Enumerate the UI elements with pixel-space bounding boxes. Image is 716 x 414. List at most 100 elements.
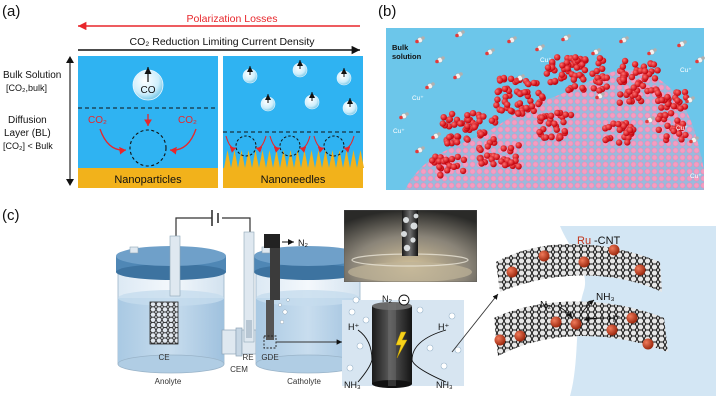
oxide-atom	[570, 76, 577, 83]
oxide-atom	[446, 133, 453, 141]
oxide-atom	[460, 156, 468, 163]
oxide-atom	[674, 117, 681, 124]
catholyte-label: Catholyte	[287, 377, 321, 386]
oxide-atom	[620, 122, 627, 130]
oxide-atom	[507, 107, 514, 114]
nanoneedle	[294, 150, 301, 168]
oxide-atom	[515, 142, 522, 149]
nanoneedle	[259, 150, 266, 168]
cu-ion-label-6: Cu⁺	[690, 173, 702, 180]
bulk-solution-label: Bulk Solution	[3, 70, 61, 81]
oxide-atom	[626, 126, 634, 134]
oxide-atom	[632, 69, 639, 76]
diffusion-label-1: Diffusion	[8, 115, 47, 126]
oxide-atom	[557, 134, 564, 141]
oxide-atom	[626, 98, 633, 105]
oxide-atom	[617, 91, 624, 98]
ce-label: CE	[158, 353, 169, 362]
oxide-atom	[603, 83, 610, 90]
oxide-atom	[451, 121, 458, 128]
oxide-atom	[677, 105, 684, 112]
oxide-atom	[576, 71, 583, 79]
oxide-atom	[444, 167, 451, 174]
oxide-atom	[454, 153, 461, 161]
panel-a-label: (a)	[2, 3, 20, 20]
water-molecule	[591, 48, 601, 56]
oxide-atom	[494, 96, 501, 103]
oxide-atom	[650, 61, 658, 68]
oxide-atom	[549, 58, 556, 66]
oxide-atom	[553, 126, 560, 133]
oxide-atom	[530, 79, 538, 87]
oxide-atom	[525, 80, 532, 88]
oxide-atom	[554, 54, 561, 61]
oxide-atom	[457, 120, 464, 127]
nanoneedle	[224, 150, 231, 168]
oxide-atom	[536, 128, 543, 136]
oxide-atom	[658, 96, 666, 104]
oxide-atom	[582, 56, 589, 63]
reaction-zone	[225, 135, 267, 157]
cu-ion-label-2: Cu⁺	[412, 95, 424, 102]
oxide-atom	[494, 88, 501, 96]
oxide-atom	[567, 111, 575, 119]
cu-ion-label-5: Cu⁺	[676, 125, 688, 132]
cu-ion-label-4: Cu⁺	[680, 67, 692, 74]
oxide-atom	[573, 64, 581, 71]
water-molecule	[619, 36, 629, 44]
oxide-atom	[571, 83, 579, 90]
nanoneedle-substrate	[223, 168, 363, 188]
oxide-atom	[628, 73, 636, 81]
ruthenium-particle	[538, 250, 550, 262]
oxide-atom	[469, 110, 477, 117]
gde-nh3-left-label: NH₃	[344, 380, 361, 390]
co-bubble-small	[304, 92, 320, 110]
oxide-atom	[674, 89, 682, 96]
nanoneedle	[280, 150, 287, 168]
gde-label: GDE	[261, 353, 278, 362]
gas-bubble	[346, 364, 354, 372]
nanoneedle	[273, 150, 280, 168]
co-bubble-small	[260, 94, 276, 112]
cem-bridge	[221, 329, 237, 355]
water-molecule	[485, 48, 495, 56]
nanoneedles-label: Nanoneedles	[261, 174, 326, 186]
gas-bubble	[356, 342, 364, 350]
oxide-atom	[664, 122, 671, 129]
water-molecule	[647, 48, 657, 56]
oxide-atom	[551, 120, 558, 127]
co-label: CO	[141, 85, 156, 96]
oxide-atom	[464, 122, 471, 130]
oxide-atom	[448, 110, 456, 118]
oxide-atom	[548, 133, 555, 141]
gde-minus-label: −	[402, 296, 407, 305]
gde-photo	[344, 210, 477, 282]
ruthenium-particle	[626, 312, 638, 324]
oxide-atom	[538, 114, 546, 121]
re-label: RE	[242, 353, 253, 362]
anolyte-cell	[116, 235, 226, 374]
oxide-atom	[459, 167, 467, 175]
water-molecule	[645, 116, 655, 124]
water-molecules	[399, 30, 705, 154]
oxide-atom	[542, 134, 550, 141]
oxide-atom	[535, 100, 542, 108]
gas-bubble	[348, 308, 356, 316]
reaction-zone-left	[129, 129, 167, 167]
panel-b-label: (b)	[378, 3, 396, 20]
oxide-atom	[564, 65, 571, 72]
diffusion-label-2: Layer (BL)	[4, 128, 51, 139]
oxide-atom	[498, 107, 505, 114]
oxide-atom	[559, 62, 566, 69]
oxide-atom	[602, 136, 609, 144]
oxide-atom	[630, 84, 637, 91]
oxide-atom	[471, 123, 478, 131]
polarization-label: Polarization Losses	[186, 13, 277, 25]
oxide-atom	[507, 75, 515, 83]
gde-n2-label: N₂	[382, 294, 392, 304]
oxide-atom	[453, 139, 461, 146]
oxide-atom	[654, 89, 662, 97]
oxide-atom	[624, 139, 631, 146]
oxide-atom	[527, 97, 534, 105]
ru-label: Ru	[577, 235, 591, 247]
